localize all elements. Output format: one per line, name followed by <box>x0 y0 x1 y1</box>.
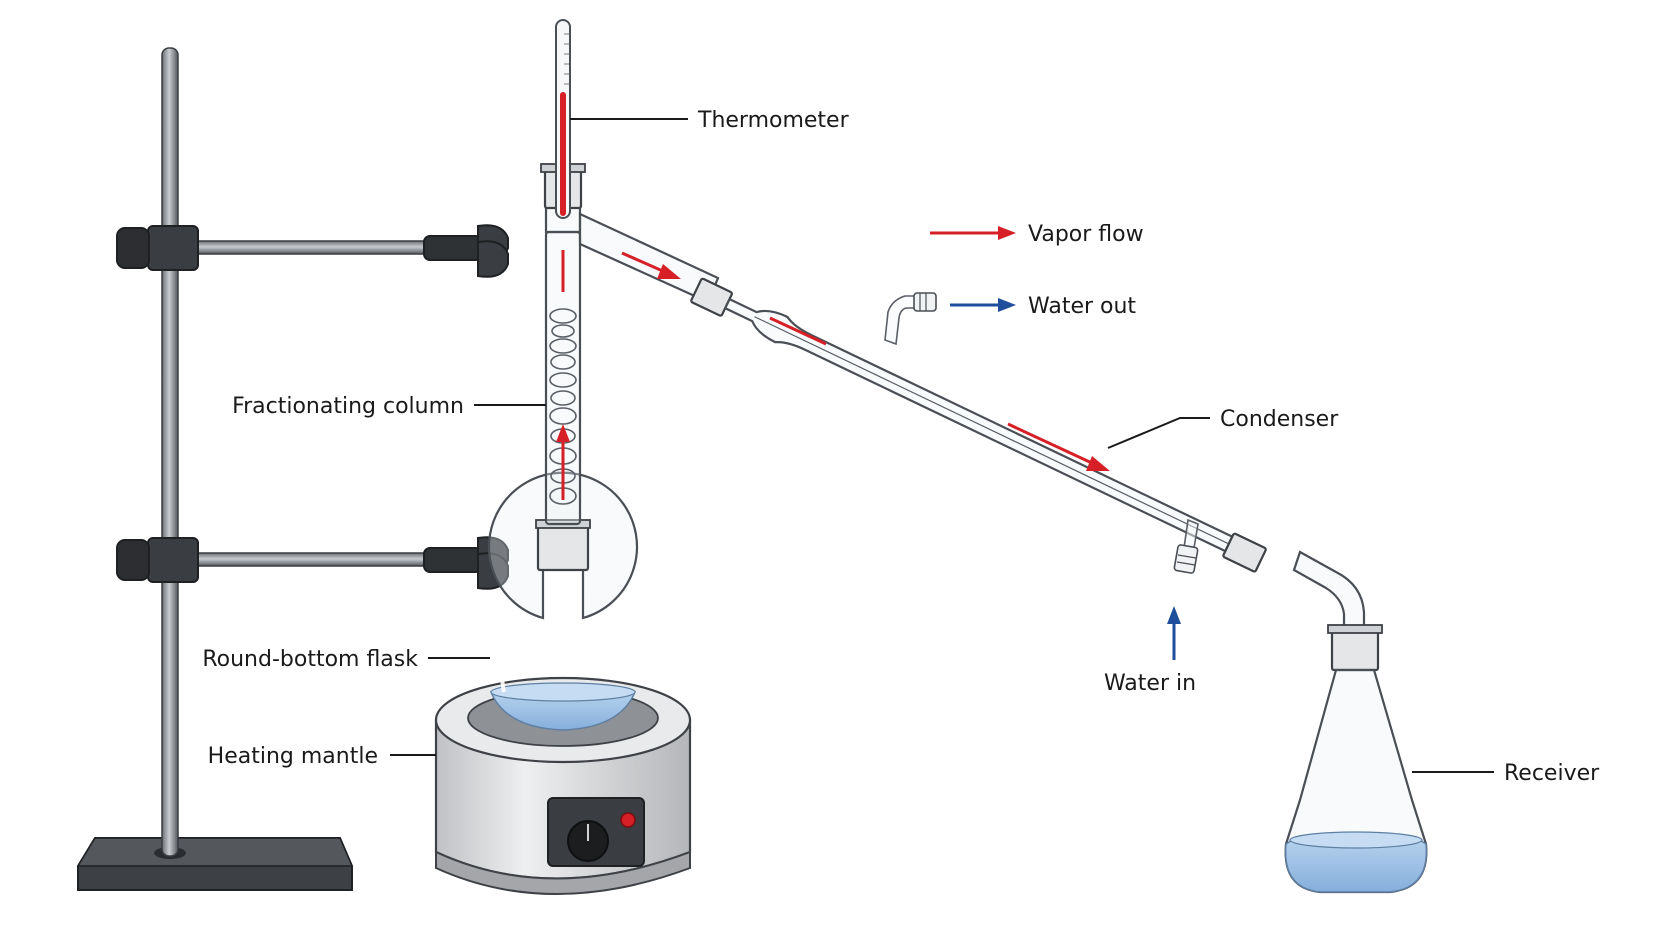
lower-clamp <box>116 536 509 590</box>
label-condenser: Condenser <box>1220 407 1339 432</box>
legend-water-out: Water out <box>950 294 1136 319</box>
vapor-flow-arrows <box>556 250 1110 500</box>
vapor-arrow-sidearm <box>621 251 681 279</box>
thermometer <box>555 19 571 219</box>
label-fractionating-column: Fractionating column <box>232 394 464 419</box>
thermometer-mercury <box>560 92 566 216</box>
label-heating-mantle: Heating mantle <box>208 744 378 769</box>
vapor-trace-condenser-start <box>769 316 827 346</box>
water-in-arrow <box>1167 606 1181 660</box>
vapor-arrow-condenser <box>1007 422 1110 471</box>
receiver-flask <box>1284 624 1428 894</box>
water-out-port <box>884 292 937 346</box>
legend: Vapor flow Water out <box>930 222 1144 319</box>
round-bottom-flask <box>487 471 639 731</box>
receiver-adapter <box>1292 550 1366 632</box>
water-in-port <box>1173 518 1199 574</box>
callouts: Thermometer Fractionating column Round-b… <box>202 108 1600 786</box>
legend-vapor-flow-label: Vapor flow <box>1028 222 1144 247</box>
label-receiver: Receiver <box>1504 761 1600 786</box>
mantle-indicator-light <box>620 812 636 828</box>
legend-vapor-flow: Vapor flow <box>930 222 1144 247</box>
upper-clamp <box>116 224 509 278</box>
ring-stand <box>76 47 509 891</box>
stand-rod <box>161 47 179 857</box>
condenser <box>690 277 1267 573</box>
label-round-bottom-flask: Round-bottom flask <box>202 647 418 672</box>
vapor-arrow-column <box>556 424 570 500</box>
label-thermometer: Thermometer <box>697 108 850 133</box>
legend-water-out-label: Water out <box>1028 294 1136 319</box>
label-water-in: Water in <box>1104 671 1196 696</box>
